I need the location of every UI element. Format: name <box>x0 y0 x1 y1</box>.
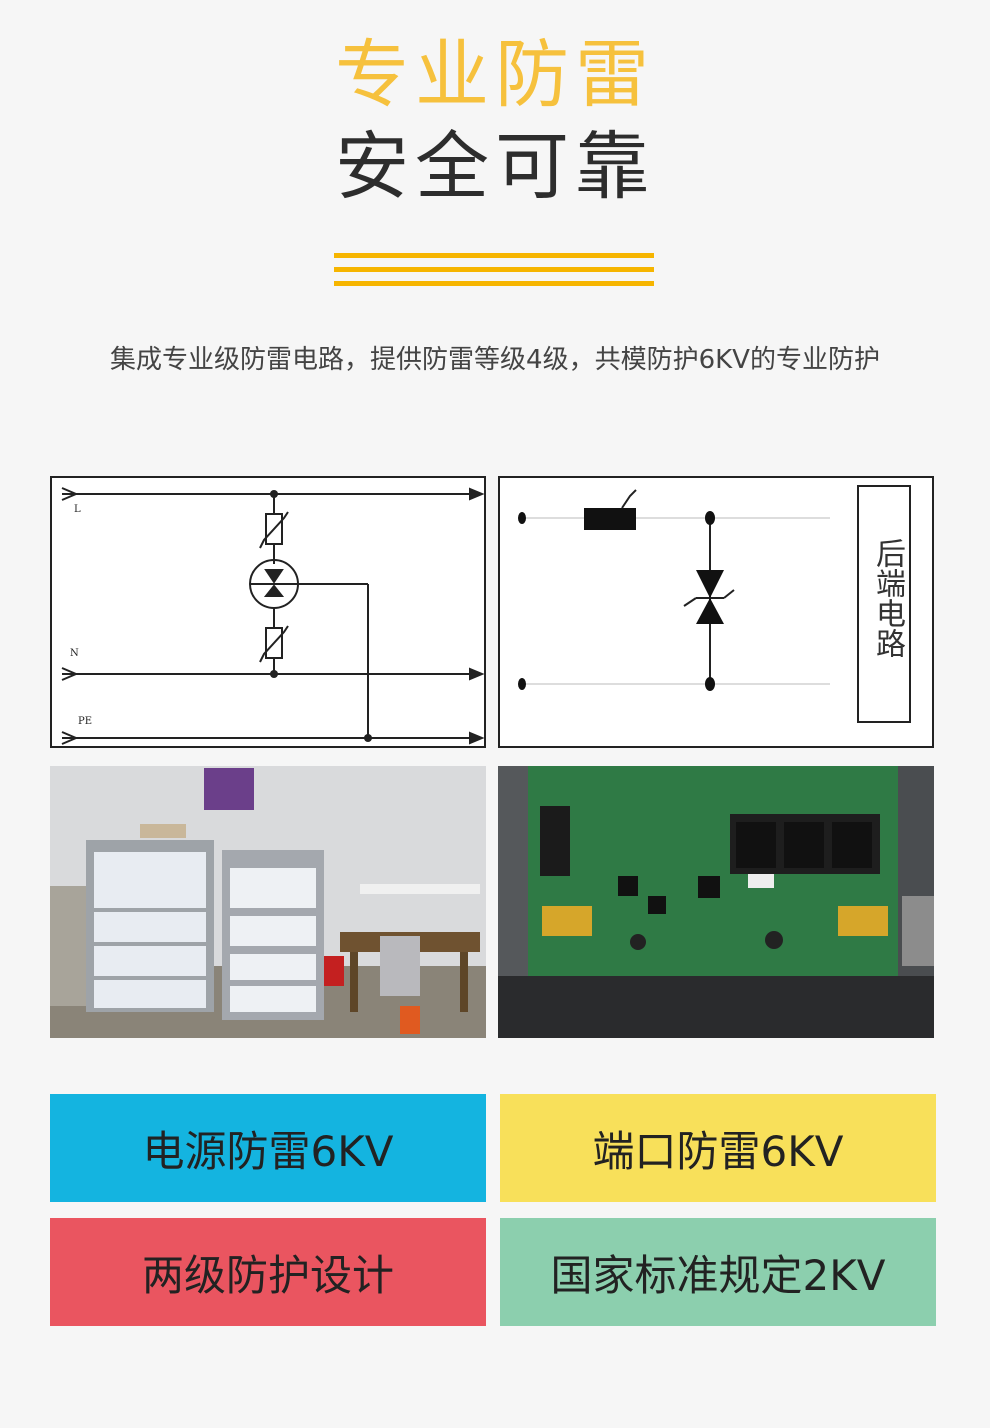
backend-circuit-label: 后端电路 <box>870 538 905 658</box>
pcb-board-photo <box>498 766 934 1038</box>
port-circuit-svg <box>518 485 911 723</box>
feature-label: 端口防雷6KV <box>592 1126 844 1176</box>
feature-two-level-protection: 两级防护设计 <box>50 1218 486 1326</box>
backend-circuit-box <box>857 485 911 723</box>
title-line-1: 专业防雷 <box>335 32 655 118</box>
title-line-2: 安全可靠 <box>335 124 655 210</box>
decorative-stripes <box>334 253 654 295</box>
feature-label: 两级防护设计 <box>141 1250 394 1300</box>
label-n: N <box>70 648 79 659</box>
label-pe: PE <box>78 716 92 727</box>
power-surge-circuit-diagram: L N PE <box>50 476 486 748</box>
feature-power-surge-6kv: 电源防雷6KV <box>50 1094 486 1202</box>
feature-port-surge-6kv: 端口防雷6KV <box>500 1094 936 1202</box>
power-circuit-svg: L N PE <box>61 487 485 745</box>
feature-label: 电源防雷6KV <box>142 1126 394 1176</box>
feature-national-standard-2kv: 国家标准规定2KV <box>500 1218 936 1326</box>
surge-test-equipment-photo <box>50 766 486 1038</box>
label-l: L <box>74 504 81 515</box>
feature-label: 国家标准规定2KV <box>550 1250 886 1300</box>
description-text: 集成专业级防雷电路，提供防雷等级4级，共模防护6KV的专业防护 <box>110 345 880 375</box>
port-surge-circuit-diagram: 后端电路 <box>498 476 934 748</box>
